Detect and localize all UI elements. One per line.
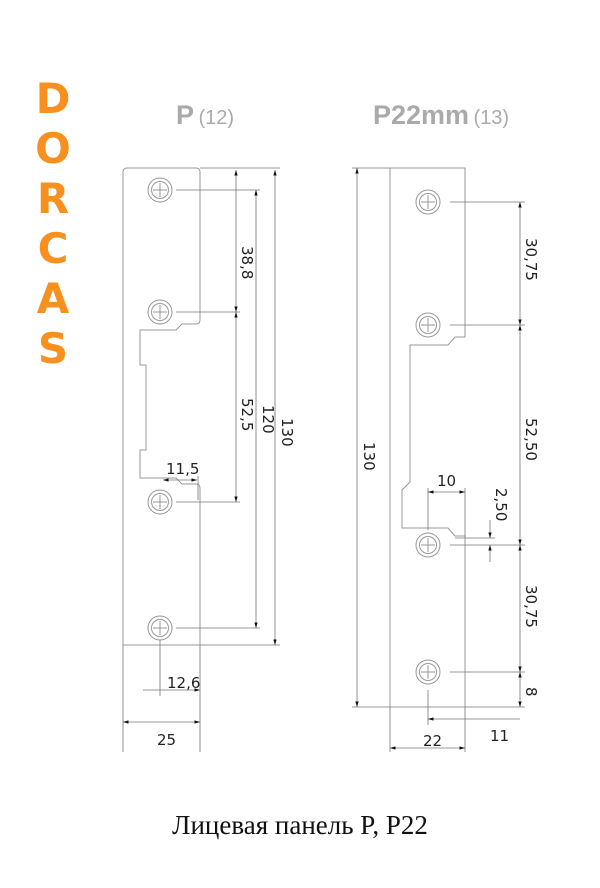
logo-letter: R	[36, 174, 70, 223]
logo-letter: S	[37, 324, 69, 373]
left-hole	[147, 177, 173, 203]
right-dimensions: 130 30,75 52,50 30,75 8 2,50 10	[352, 167, 540, 752]
left-title-code: (12)	[198, 107, 235, 129]
dorcas-logo: D O R C A S	[30, 74, 76, 374]
left-hole	[147, 489, 173, 515]
dim-11: 11	[490, 727, 509, 745]
right-hole	[415, 659, 441, 685]
right-hole	[415, 532, 441, 558]
dim-2-50: 2,50	[492, 488, 510, 521]
dim-8: 8	[522, 687, 540, 697]
left-plate	[122, 167, 201, 646]
right-title-name: P22mm	[373, 100, 470, 130]
dim-52-50: 52,50	[522, 418, 540, 461]
right-hole	[415, 312, 441, 338]
left-hole	[147, 299, 173, 325]
dim-22: 22	[423, 732, 442, 750]
dim-38-8: 38,8	[238, 246, 256, 279]
left-title: P (12)	[176, 100, 234, 131]
dim-25: 25	[157, 731, 176, 749]
logo-letter: O	[35, 124, 71, 173]
left-dimensions: 130 120 38,8 52,5 11,5 12,6 25	[122, 167, 296, 752]
left-title-name: P	[176, 100, 195, 130]
right-title-code: (13)	[473, 107, 510, 129]
dim-130: 130	[360, 442, 378, 471]
logo-letter: A	[36, 274, 70, 323]
dim-10: 10	[437, 472, 456, 490]
right-hole	[415, 189, 441, 215]
dim-11-5: 11,5	[166, 460, 199, 478]
caption: Лицевая панель P, P22	[172, 810, 428, 840]
left-hole	[147, 615, 173, 641]
dim-12-6: 12,6	[167, 674, 200, 692]
logo-letter: C	[37, 224, 69, 273]
logo-letter: D	[35, 74, 71, 123]
right-plate	[389, 167, 466, 708]
right-title: P22mm (13)	[373, 100, 509, 131]
dim-30-75-bottom: 30,75	[522, 585, 540, 628]
dim-120: 120	[259, 405, 277, 434]
dim-30-75-top: 30,75	[522, 238, 540, 281]
dim-130: 130	[278, 418, 296, 447]
dim-52-5: 52,5	[238, 398, 256, 431]
